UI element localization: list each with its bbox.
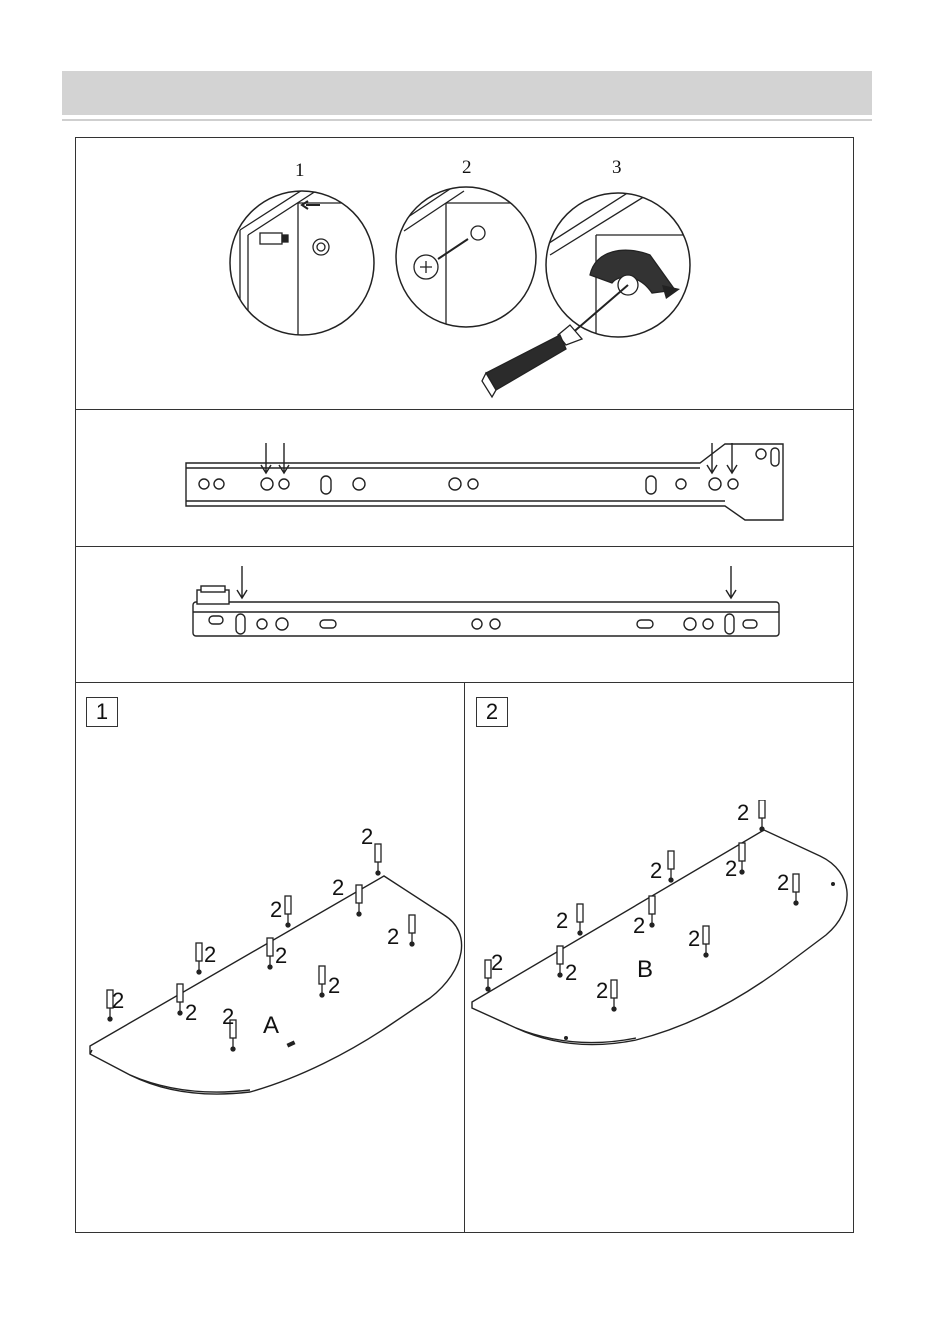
dowel-qty-label: 2	[725, 858, 737, 880]
step-1-insert-dowel-detail	[230, 185, 380, 345]
divider-1	[75, 409, 854, 410]
divider-vertical	[464, 682, 465, 1233]
dowel-qty-label: 2	[185, 1002, 197, 1024]
section-label-2: 2	[476, 697, 508, 727]
board-letter-b: B	[637, 958, 653, 982]
header-bar	[62, 71, 872, 115]
board-b-illustration	[466, 800, 854, 1060]
dowel-qty-label: 2	[328, 975, 340, 997]
dowel-qty-label: 2	[633, 915, 645, 937]
dowel-qty-label: 2	[491, 952, 503, 974]
step-number-2: 2	[462, 157, 472, 179]
dowel-qty-label: 2	[275, 945, 287, 967]
dowel-qty-label: 2	[596, 980, 608, 1002]
dowel-qty-label: 2	[737, 802, 749, 824]
divider-2	[75, 546, 854, 547]
step-number-3: 3	[612, 157, 622, 179]
cabinet-runner-side-illustration	[185, 564, 785, 644]
dowel-qty-label: 2	[204, 944, 216, 966]
step-number-1: 1	[295, 160, 305, 182]
dowel-qty-label: 2	[222, 1006, 234, 1028]
drawer-runner-side-illustration	[180, 438, 790, 528]
board-a-illustration	[80, 820, 464, 1110]
dowel-qty-label: 2	[688, 928, 700, 950]
cam-lock-steps-illustration	[220, 185, 700, 405]
dowel-qty-label: 2	[556, 910, 568, 932]
dowel-qty-label: 2	[387, 926, 399, 948]
dowel-qty-label: 2	[650, 860, 662, 882]
dowel-qty-label: 2	[565, 962, 577, 984]
dowel-qty-label: 2	[332, 877, 344, 899]
dowel-qty-label: 2	[270, 899, 282, 921]
dowel-qty-label: 2	[777, 872, 789, 894]
dowel-qty-label: 2	[112, 990, 124, 1012]
header-divider	[62, 119, 872, 121]
step-3-tighten-cam-detail	[546, 185, 700, 345]
dowel-qty-label: 2	[361, 826, 373, 848]
section-label-1: 1	[86, 697, 118, 727]
board-letter-a: A	[263, 1014, 279, 1038]
step-2-insert-cam-detail	[396, 185, 540, 335]
